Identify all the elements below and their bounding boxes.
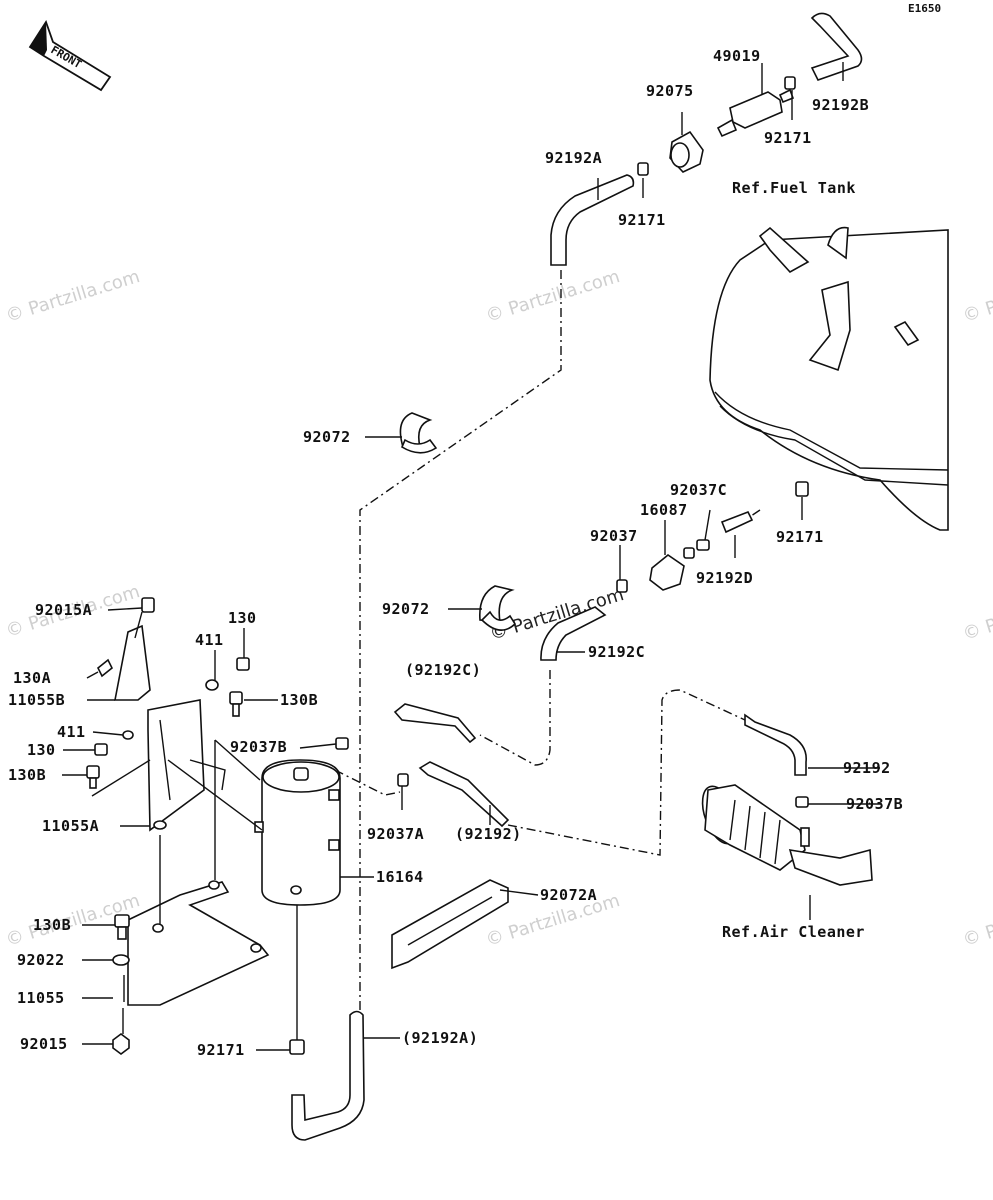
label-92171-bottom: 92171 (197, 1041, 245, 1059)
label-92072-mid: 92072 (382, 600, 430, 618)
clamp-92037a (397, 773, 409, 787)
label-92192a-top: 92192A (545, 149, 602, 167)
label-130b-low: 130B (33, 916, 71, 934)
label-92075: 92075 (646, 82, 694, 100)
hose-routing-lines (334, 270, 761, 1010)
label-92022: 92022 (17, 951, 65, 969)
label-92072a: 92072A (540, 886, 597, 904)
hose-92192c (540, 606, 607, 661)
label-16164: 16164 (376, 868, 424, 886)
air-cleaner-ref (701, 784, 873, 886)
label-92192d: 92192D (696, 569, 753, 587)
bracket-11055b (114, 597, 155, 701)
bolt-130-mid (94, 743, 108, 756)
washer-411-mid (122, 730, 134, 740)
label-92072-top: 92072 (303, 428, 351, 446)
label-92192: 92192 (843, 759, 891, 777)
nut-92015 (112, 1033, 130, 1055)
label-130-top: 130 (228, 609, 257, 627)
watermark: © Partzilla.com (3, 266, 142, 327)
label-92037b-right: 92037B (846, 795, 903, 813)
watermark: © Partzilla.com (960, 584, 993, 645)
label-92192-paren: (92192) (455, 825, 522, 843)
watermark: © Partzilla.com (483, 266, 622, 327)
clamp-92037 (616, 579, 628, 593)
hose-92192d (720, 510, 754, 534)
label-92037: 92037 (590, 527, 638, 545)
label-92037b-left: 92037B (230, 738, 287, 756)
hose-92192 (744, 713, 807, 776)
label-92037a: 92037A (367, 825, 424, 843)
label-92015: 92015 (20, 1035, 68, 1053)
bolt-130b-low (114, 914, 130, 940)
part-labels: 49019 92075 92192B 92171 92192A 92171 92… (8, 47, 903, 1059)
cap-92075 (669, 130, 704, 173)
grommet-92072-mid (478, 585, 517, 631)
label-92192b: 92192B (812, 96, 869, 114)
label-11055: 11055 (17, 989, 65, 1007)
label-92171-top: 92171 (764, 129, 812, 147)
valve-16087 (649, 547, 695, 591)
label-11055a: 11055A (42, 817, 99, 835)
label-130b-top: 130B (280, 691, 318, 709)
hose-92192a-top (550, 174, 635, 266)
clamp-92171-left (637, 162, 649, 176)
label-11055b: 11055B (8, 691, 65, 709)
label-92015a: 92015A (35, 601, 92, 619)
front-arrow-icon: FRONT (28, 19, 112, 92)
label-130b-mid: 130B (8, 766, 46, 784)
bolt-130a (96, 658, 114, 678)
label-92192c-paren: (92192C) (405, 661, 481, 679)
clamp-92037c (696, 539, 710, 551)
fuel-tank-ref (709, 226, 949, 531)
label-411-top: 411 (195, 631, 224, 649)
label-130-mid: 130 (27, 741, 56, 759)
label-92171-right: 92171 (776, 528, 824, 546)
label-92192a-paren: (92192A) (402, 1029, 478, 1047)
hose-92192-paren (418, 761, 510, 828)
band-92072a (391, 879, 509, 970)
hose-92192a-bottom (291, 1010, 365, 1141)
clamp-92037b-right (795, 796, 809, 808)
clamp-92037b-left (335, 737, 349, 750)
label-411-mid: 411 (57, 723, 86, 741)
label-92037c: 92037C (670, 481, 727, 499)
bolt-130b-mid (86, 765, 100, 789)
leader-lines (62, 62, 882, 1051)
label-92171-left: 92171 (618, 211, 666, 229)
washer-92022 (112, 954, 130, 966)
grommet-92072-top (399, 412, 438, 454)
bracket-11055a (147, 699, 226, 832)
label-16087: 16087 (640, 501, 688, 519)
ref-fuel-tank-label: Ref.Fuel Tank (732, 179, 856, 197)
bolt-130b-top (229, 691, 243, 717)
clamp-92171-top (784, 76, 796, 90)
bolt-130-top (236, 657, 250, 671)
fuel-filter-49019 (716, 88, 795, 138)
label-49019: 49019 (713, 47, 761, 65)
label-130a: 130A (13, 669, 51, 687)
hose-92192b (810, 12, 863, 81)
hose-92192c-paren (393, 703, 477, 744)
watermark: © Partzilla.com (960, 890, 993, 951)
bracket-11055 (127, 880, 270, 1006)
clamp-92171-right (795, 481, 809, 497)
diagram-code: E1650 (908, 2, 941, 15)
label-92192c: 92192C (588, 643, 645, 661)
washer-411-top (205, 679, 219, 691)
watermark: © Partzilla.com (960, 266, 993, 327)
clamp-92171-bottom (289, 1039, 305, 1055)
ref-air-cleaner-label: Ref.Air Cleaner (722, 923, 865, 941)
canister-16164 (254, 759, 341, 906)
